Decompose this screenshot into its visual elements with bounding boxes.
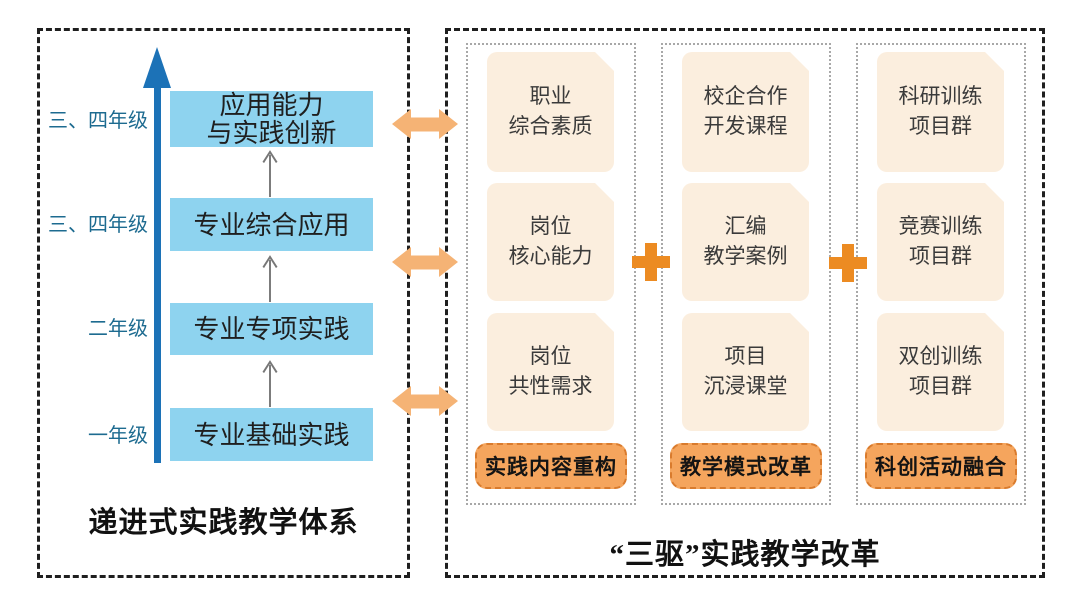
right-panel-title: “三驱”实践教学改革: [609, 539, 881, 571]
card-line: 岗位: [529, 215, 572, 238]
column-label: 科创活动融合: [865, 443, 1017, 489]
card-line: 校企合作: [703, 85, 788, 108]
card-line: 项目群: [909, 375, 972, 398]
card-line: 项目: [724, 345, 767, 368]
card-line: 核心能力: [508, 245, 593, 268]
level-box-line: 应用能力: [219, 90, 324, 120]
card-line: 沉浸课堂: [703, 375, 788, 398]
level-box: 专业专项实践: [170, 303, 373, 355]
card-line: 教学案例: [703, 245, 788, 268]
reform-card: 校企合作 开发课程: [682, 52, 809, 172]
reform-panel: 职业 综合素质 岗位 核心能力 岗位 共性需求 实践内容重构 校企合作 开发课程…: [445, 28, 1045, 578]
progressive-system-panel: 三、四年级 三、四年级 二年级 一年级 应用能力 与实践创新 专业综合应用 专业…: [37, 28, 410, 578]
reform-card: 岗位 核心能力: [487, 183, 614, 301]
reform-card: 双创训练 项目群: [877, 313, 1004, 431]
column-label: 教学模式改革: [670, 443, 822, 489]
card-line: 项目群: [909, 245, 972, 268]
reform-card: 项目 沉浸课堂: [682, 313, 809, 431]
grade-label: 三、四年级: [48, 110, 148, 132]
card-line: 岗位: [529, 345, 572, 368]
grade-label: 三、四年级: [48, 214, 148, 236]
card-line: 共性需求: [508, 375, 593, 398]
card-line: 竞赛训练: [898, 215, 983, 238]
reform-card: 职业 综合素质: [487, 52, 614, 172]
reform-card: 科研训练 项目群: [877, 52, 1004, 172]
double-arrow-icon: [392, 247, 458, 277]
card-line: 综合素质: [508, 115, 593, 138]
progression-arrow-shaft: [154, 86, 161, 463]
plus-icon: [829, 244, 867, 282]
reform-column-mode: 校企合作 开发课程 汇编 教学案例 项目 沉浸课堂 教学模式改革: [661, 43, 831, 505]
grade-label: 一年级: [88, 425, 148, 447]
reform-column-content: 职业 综合素质 岗位 核心能力 岗位 共性需求 实践内容重构: [466, 43, 636, 505]
left-panel-title: 递进式实践教学体系: [88, 507, 359, 539]
reform-card: 岗位 共性需求: [487, 313, 614, 431]
level-box: 专业综合应用: [170, 198, 373, 251]
level-box-line: 与实践创新: [206, 118, 337, 148]
plus-icon: [632, 243, 670, 281]
card-line: 项目群: [909, 115, 972, 138]
card-line: 汇编: [724, 215, 767, 238]
reform-card: 汇编 教学案例: [682, 183, 809, 301]
progression-arrow-icon: [143, 47, 171, 88]
reform-column-activity: 科研训练 项目群 竞赛训练 项目群 双创训练 项目群 科创活动融合: [856, 43, 1026, 505]
card-line: 双创训练: [898, 345, 983, 368]
double-arrow-icon: [392, 386, 458, 416]
level-box: 专业基础实践: [170, 408, 373, 461]
up-arrow-icon: [262, 360, 278, 407]
up-arrow-icon: [262, 255, 278, 302]
card-line: 科研训练: [898, 85, 983, 108]
grade-label: 二年级: [88, 318, 148, 340]
card-line: 开发课程: [703, 115, 788, 138]
level-box-line: 专业基础实践: [193, 419, 350, 450]
level-box: 应用能力 与实践创新: [170, 91, 373, 147]
card-line: 职业: [529, 85, 572, 108]
up-arrow-icon: [262, 150, 278, 197]
column-label: 实践内容重构: [475, 443, 627, 489]
level-box-line: 专业专项实践: [193, 314, 350, 344]
reform-card: 竞赛训练 项目群: [877, 183, 1004, 301]
double-arrow-icon: [392, 109, 458, 139]
level-box-line: 专业综合应用: [193, 209, 350, 240]
